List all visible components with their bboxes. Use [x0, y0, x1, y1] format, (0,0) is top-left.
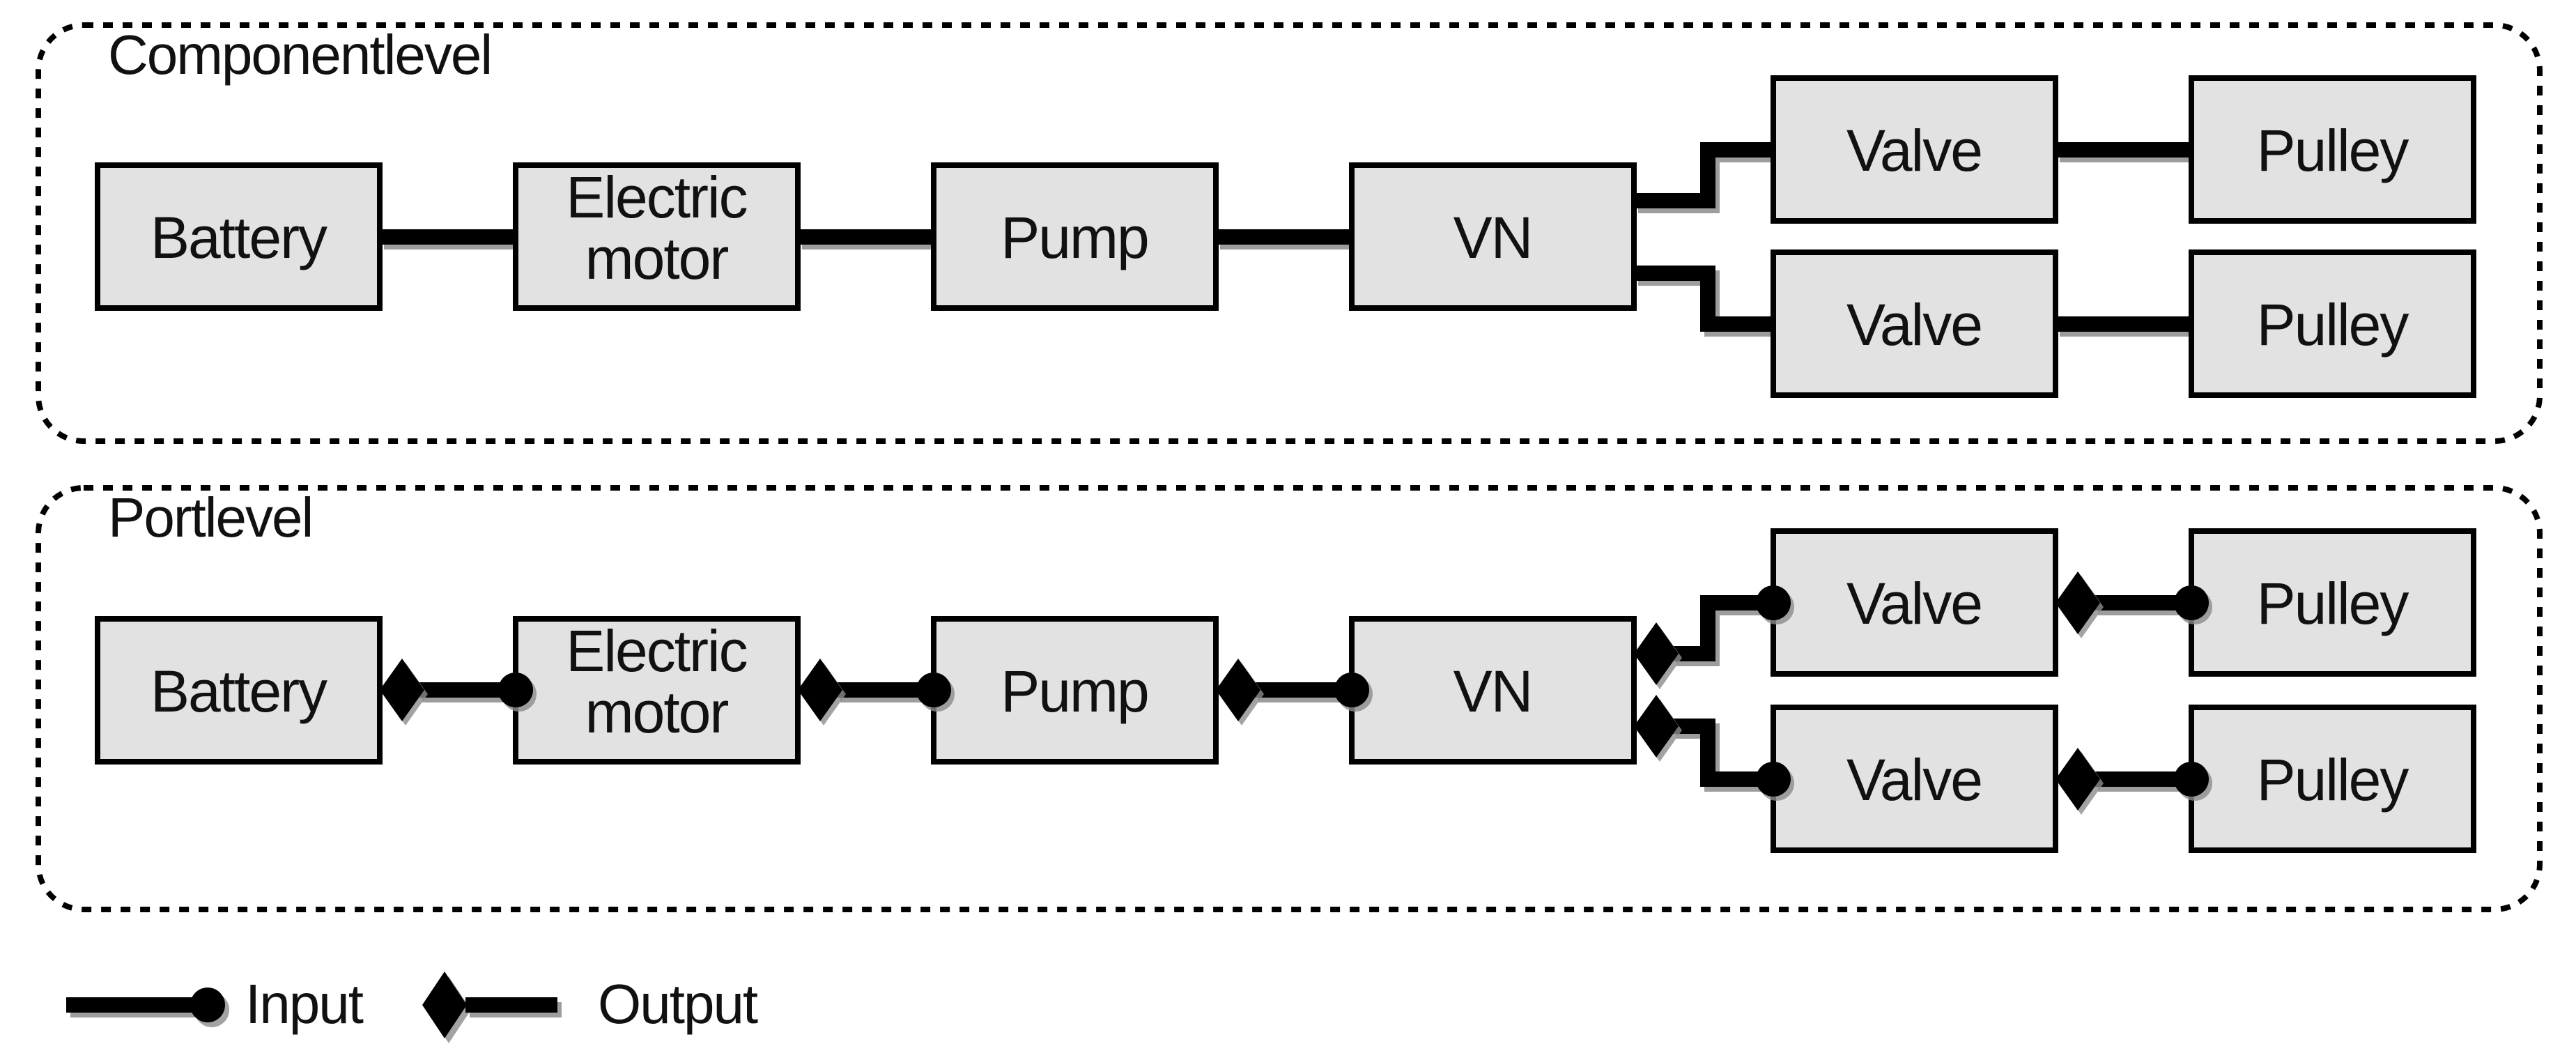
node-box — [1771, 249, 2058, 398]
node-box — [1349, 616, 1637, 765]
node-label: Pulley — [2257, 292, 2409, 358]
node-label: Battery — [151, 205, 327, 270]
legend-input-label: Input — [245, 973, 364, 1035]
component-node-vn: VN — [1349, 162, 1637, 311]
input-port-circle-valve-top — [1756, 585, 1791, 620]
node-label-line1: Electric — [566, 164, 746, 230]
component-node-electric-motor: Electric motor — [513, 162, 801, 311]
component-node-valve-bottom: Valve — [1771, 249, 2058, 398]
legend-input-item: Input — [66, 973, 365, 1035]
node-box — [1349, 162, 1637, 311]
node-box — [1771, 705, 2058, 853]
node-box — [2189, 705, 2476, 853]
node-box — [95, 616, 383, 765]
node-label: VN — [1453, 659, 1532, 724]
port-node-pulley-bottom: Pulley — [2189, 705, 2476, 853]
input-port-circle-pulley-bottom — [2174, 762, 2209, 797]
node-label-line2: motor — [585, 679, 729, 745]
node-label: Pulley — [2257, 118, 2409, 183]
legend-output-item: Output — [422, 971, 759, 1038]
connector-vn-valve-bottom — [1672, 719, 1773, 787]
node-label: Valve — [1846, 292, 1982, 358]
component-level: Componentlevel Battery Electr — [36, 22, 2543, 444]
component-level-wires — [380, 142, 2191, 332]
node-box — [931, 162, 1219, 311]
output-port-diamond-battery — [380, 659, 424, 721]
node-label: Pulley — [2257, 747, 2409, 813]
node-label-line1: Electric — [566, 618, 746, 684]
port-level: Portlevel Battery Electric — [36, 485, 2543, 912]
output-port-diamond-valve-top — [2056, 571, 2100, 634]
legend-output-label: Output — [598, 973, 758, 1035]
node-label: Pump — [1001, 659, 1148, 724]
node-box — [2189, 75, 2476, 224]
port-node-electric-motor: Electric motor — [513, 616, 801, 765]
output-port-diamond-valve-bottom — [2056, 748, 2100, 811]
component-node-pulley-bottom: Pulley — [2189, 249, 2476, 398]
input-port-circle-vn — [1334, 673, 1369, 707]
port-node-battery: Battery — [95, 616, 383, 765]
port-node-vn: VN — [1349, 616, 1637, 765]
output-port-diamond-vn-top — [1634, 622, 1679, 685]
port-node-pump: Pump — [931, 616, 1219, 765]
input-port-circle-pump — [916, 673, 951, 707]
component-level-container — [36, 22, 2543, 444]
node-label: Valve — [1846, 571, 1982, 636]
node-label: Pump — [1001, 205, 1148, 270]
input-port-circle-pulley-top — [2174, 585, 2209, 620]
node-label: Valve — [1846, 118, 1982, 183]
node-label: Pulley — [2257, 571, 2409, 636]
node-box — [931, 616, 1219, 765]
legend-output-diamond-icon — [422, 971, 467, 1038]
connector-vn-valve-top — [1634, 142, 1773, 208]
component-node-pump: Pump — [931, 162, 1219, 311]
node-box — [1771, 75, 2058, 224]
legend-input-circle-icon — [190, 988, 225, 1022]
node-box — [2189, 249, 2476, 398]
connector-vn-valve-top — [1672, 595, 1773, 661]
node-label: Battery — [151, 659, 327, 724]
node-label: Valve — [1846, 747, 1982, 813]
port-node-valve-bottom: Valve — [1771, 705, 2058, 853]
component-node-valve-top: Valve — [1771, 75, 2058, 224]
legend: Input Output — [66, 971, 759, 1043]
output-port-diamond-motor — [798, 659, 842, 721]
node-box — [513, 162, 801, 311]
node-box — [513, 616, 801, 765]
port-markers — [380, 571, 2209, 811]
node-label-line2: motor — [585, 226, 729, 291]
component-level-title: Componentlevel — [108, 24, 491, 86]
port-node-valve-top: Valve — [1771, 528, 2058, 677]
node-box — [1771, 528, 2058, 677]
node-box — [95, 162, 383, 311]
connector-vn-valve-bottom — [1634, 266, 1773, 332]
node-label: VN — [1453, 205, 1532, 270]
input-port-circle-valve-bottom — [1756, 762, 1791, 797]
port-level-title: Portlevel — [108, 486, 312, 548]
output-port-diamond-pump — [1216, 659, 1260, 721]
port-node-pulley-top: Pulley — [2189, 528, 2476, 677]
component-node-battery: Battery — [95, 162, 383, 311]
input-port-circle-motor — [498, 673, 533, 707]
output-port-diamond-vn-bottom — [1634, 695, 1679, 758]
component-node-pulley-top: Pulley — [2189, 75, 2476, 224]
